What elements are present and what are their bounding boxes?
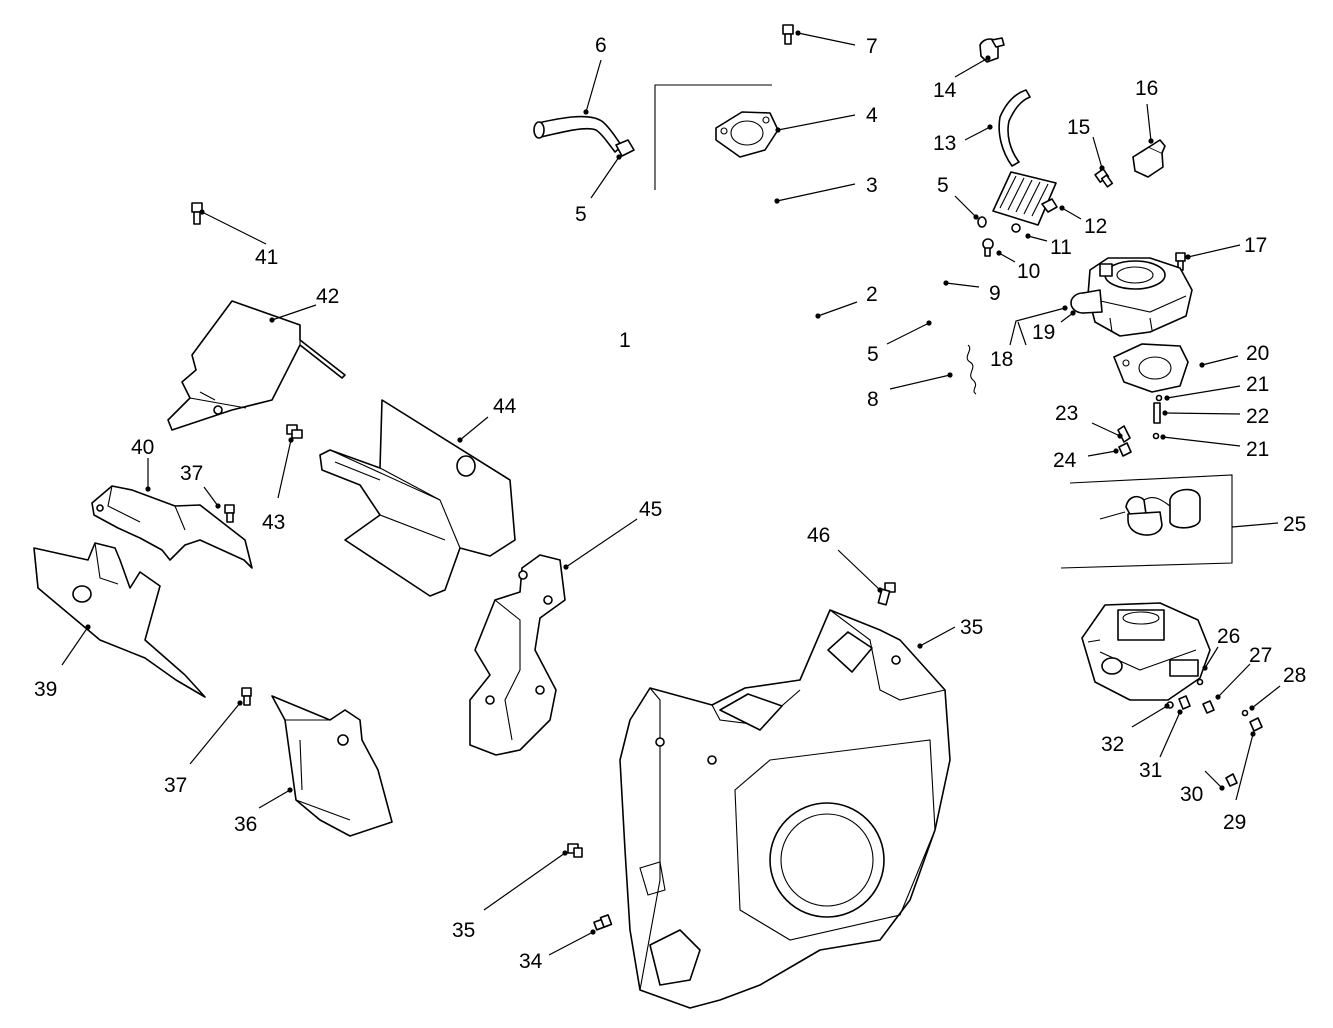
callout-19: 19 <box>1032 321 1055 344</box>
callout-14: 14 <box>933 79 957 102</box>
callout-43: 43 <box>262 511 285 534</box>
screw-34-part <box>593 914 613 931</box>
callout-16: 16 <box>1135 77 1158 100</box>
callout-26: 26 <box>1217 625 1240 648</box>
clip-24-part <box>1118 442 1132 457</box>
callout-12: 12 <box>1084 215 1107 238</box>
callout-1: 1 <box>619 329 631 352</box>
callout-32: 32 <box>1101 733 1124 756</box>
screw-7-part <box>782 24 794 45</box>
callout-39: 39 <box>34 678 57 701</box>
callout-5-linkage: 5 <box>867 343 879 366</box>
baffle-42-part <box>167 300 346 431</box>
screw-15-part <box>1094 168 1114 188</box>
screw-41-part <box>191 202 203 225</box>
repair-kit-25-part <box>1060 474 1233 569</box>
leader-lines <box>61 30 1281 956</box>
callout-37-lower: 37 <box>164 774 187 797</box>
hose-clip-14-part <box>979 37 1005 63</box>
callout-44: 44 <box>493 395 517 418</box>
callout-36: 36 <box>234 813 257 836</box>
washer-5-part <box>977 216 987 228</box>
callout-15: 15 <box>1067 116 1090 139</box>
breather-hose-part <box>533 115 635 157</box>
callout-37-upper: 37 <box>180 462 203 485</box>
shroud-44-part <box>319 399 516 597</box>
callout-40: 40 <box>131 436 154 459</box>
fuel-solenoid-11-part <box>992 171 1058 233</box>
carburetor-upper-part <box>1070 257 1193 337</box>
callout-17: 17 <box>1244 234 1267 257</box>
callout-35-housing: 35 <box>960 616 983 639</box>
callout-35-screw: 35 <box>452 919 475 942</box>
fuel-line-13-part <box>998 89 1031 167</box>
bracket-45-part <box>469 554 566 756</box>
callout-21-upper: 21 <box>1246 373 1269 396</box>
gasket-4-part <box>715 111 779 158</box>
callout-25: 25 <box>1283 513 1306 536</box>
needle-22-part <box>1152 394 1163 440</box>
screw-46-part <box>877 582 896 606</box>
callout-9: 9 <box>989 282 1001 305</box>
screw-10-part <box>982 238 994 257</box>
callout-10: 10 <box>1017 260 1040 283</box>
baffle-39-part <box>33 542 206 698</box>
callout-13: 13 <box>933 132 956 155</box>
callout-11: 11 <box>1050 236 1072 259</box>
callout-labels: 1 2 3 4 5 5 5 6 7 8 9 10 11 12 13 14 15 … <box>34 34 1306 973</box>
callout-29: 29 <box>1223 811 1246 834</box>
gasket-20-part <box>1113 343 1189 393</box>
screw-35-part <box>567 843 583 858</box>
callout-5-solenoid: 5 <box>937 174 949 197</box>
screw-37-lower-part <box>241 687 252 706</box>
float-pin-23-part <box>1117 425 1131 443</box>
carburetor-body-part <box>1081 602 1211 701</box>
callout-23: 23 <box>1055 402 1078 425</box>
bracket-40-part <box>91 485 253 569</box>
callout-24: 24 <box>1053 449 1077 472</box>
callout-22: 22 <box>1246 405 1269 428</box>
fuel-shutoff-16-part <box>1132 139 1166 178</box>
spring-8-part <box>966 344 977 395</box>
callout-6: 6 <box>595 34 607 57</box>
callout-3: 3 <box>866 174 878 197</box>
callout-45: 45 <box>639 498 662 521</box>
callout-8: 8 <box>867 388 879 411</box>
callout-20: 20 <box>1246 342 1269 365</box>
callout-46: 46 <box>807 524 830 547</box>
callout-42: 42 <box>316 285 339 308</box>
callout-2: 2 <box>866 283 878 306</box>
callout-4: 4 <box>866 104 878 127</box>
blower-housing-35-part <box>619 609 951 1009</box>
callout-18: 18 <box>990 348 1013 371</box>
callout-27: 27 <box>1249 644 1272 667</box>
bracket-36-part <box>271 695 393 837</box>
callout-41: 41 <box>255 246 278 269</box>
callout-30: 30 <box>1180 783 1203 806</box>
callout-5-hose: 5 <box>575 203 587 226</box>
carb-small-parts <box>1166 678 1263 787</box>
callout-21-lower: 21 <box>1246 438 1269 461</box>
screw-37-upper-part <box>224 504 235 523</box>
callout-7: 7 <box>866 35 878 58</box>
callout-34: 34 <box>519 950 543 973</box>
screw-43-part <box>286 424 303 439</box>
callout-28: 28 <box>1283 664 1306 687</box>
callout-31: 31 <box>1139 759 1162 782</box>
